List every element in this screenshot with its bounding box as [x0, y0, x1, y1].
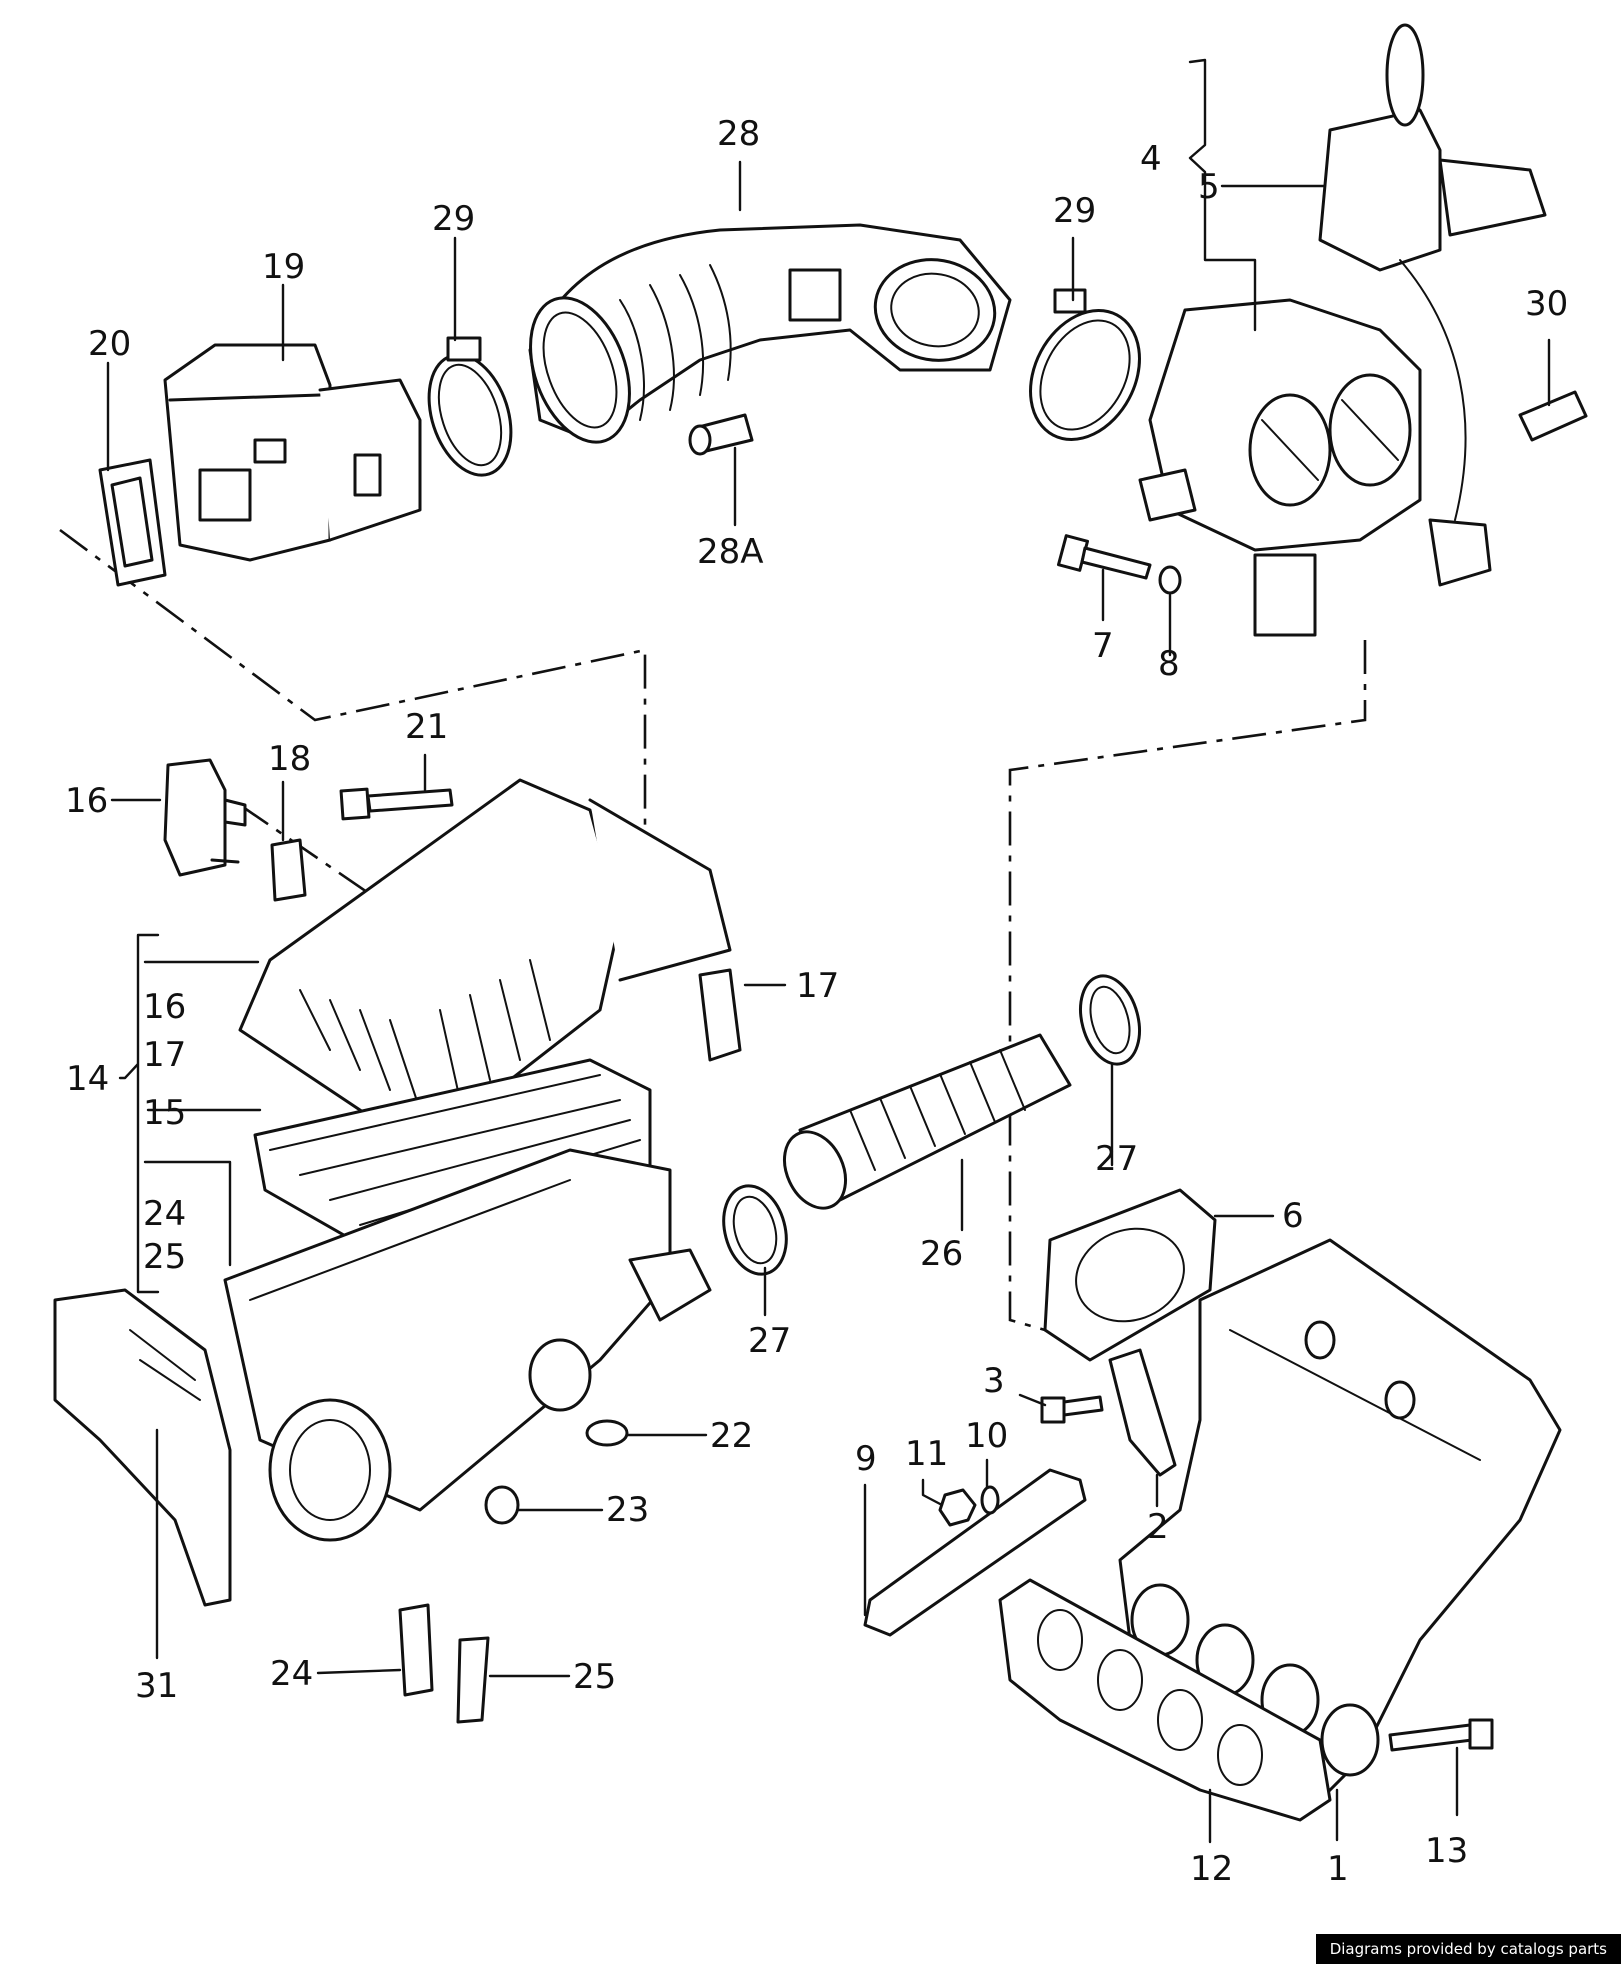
part-28-intake-boot — [528, 223, 1012, 444]
callout-25: 25 — [573, 1657, 616, 1697]
part-5-throttle-switch — [1318, 23, 1547, 521]
callout-12: 12 — [1190, 1849, 1233, 1889]
leader-lines — [106, 58, 1551, 1844]
callout-23: 23 — [606, 1490, 649, 1530]
part-21-bolt — [339, 787, 454, 821]
callout-24: 24 — [270, 1654, 313, 1694]
part-27-clamp-upper — [1079, 974, 1141, 1066]
part-27-clamp-lower — [722, 1184, 788, 1276]
callout-30: 30 — [1525, 284, 1568, 324]
part-11-nut — [938, 1488, 977, 1527]
callout-22: 22 — [710, 1416, 753, 1456]
callout-2: 2 — [1147, 1507, 1169, 1547]
part-16-sensor — [163, 758, 247, 877]
callout-28a: 28A — [697, 532, 764, 572]
part-13-bolt — [1388, 1718, 1494, 1752]
part-28a-plug — [688, 413, 754, 456]
part-9-strut — [863, 1468, 1087, 1637]
callout-10: 10 — [965, 1416, 1008, 1456]
callout-17-right: 17 — [796, 966, 839, 1006]
callout-17-list: 17 — [143, 1035, 186, 1075]
callout-25-list: 25 — [143, 1237, 186, 1277]
callout-3: 3 — [983, 1361, 1005, 1401]
callout-29-left: 29 — [432, 199, 475, 239]
callout-8: 8 — [1158, 644, 1180, 684]
callout-labels: 28 29 29 4 5 19 20 30 28A 7 8 21 18 16 1… — [65, 114, 1568, 1889]
callout-5: 5 — [1198, 167, 1220, 207]
callout-19: 19 — [262, 247, 305, 287]
callout-31: 31 — [135, 1666, 178, 1706]
part-31-bracket — [53, 1288, 232, 1607]
part-29-hose-clamp-left — [427, 336, 513, 477]
part-26-corrugated-hose — [783, 1033, 1072, 1210]
part-3-bolt — [1040, 1395, 1104, 1424]
callout-4: 4 — [1140, 139, 1162, 179]
part-17-clip — [698, 968, 742, 1062]
credit-footer: Diagrams provided by catalogs parts — [1315, 1934, 1621, 1964]
part-12-manifold-gasket — [998, 1578, 1332, 1822]
callout-15: 15 — [143, 1093, 186, 1133]
part-29-hose-clamp-right — [1029, 288, 1141, 441]
callout-18: 18 — [268, 739, 311, 779]
part-10-washer — [980, 1485, 1000, 1515]
part-18-bracket — [270, 838, 307, 902]
callout-1: 1 — [1327, 1849, 1349, 1889]
callout-29-right: 29 — [1053, 191, 1096, 231]
callout-26: 26 — [920, 1234, 963, 1274]
callout-16-top: 16 — [65, 781, 108, 821]
part-19-airflow-meter — [163, 343, 422, 562]
callout-6: 6 — [1282, 1196, 1304, 1236]
callout-16-list: 16 — [143, 987, 186, 1027]
callout-24-list: 24 — [143, 1194, 186, 1234]
part-4-throttle-body — [1138, 298, 1492, 637]
callout-11: 11 — [905, 1434, 948, 1474]
part-23-grommet — [484, 1485, 520, 1525]
part-20-gasket — [98, 458, 167, 587]
part-8-washer — [1158, 565, 1182, 595]
part-30-sleeve — [1518, 390, 1588, 442]
callout-28: 28 — [717, 114, 760, 154]
callout-9: 9 — [855, 1439, 877, 1479]
callout-27-upper: 27 — [1095, 1139, 1138, 1179]
callout-21: 21 — [405, 707, 448, 747]
part-22-grommet — [585, 1419, 629, 1447]
part-6-gasket — [1043, 1188, 1217, 1362]
callout-27-lower: 27 — [748, 1321, 791, 1361]
part-2-bracket — [1108, 1348, 1177, 1477]
part-25-clip — [456, 1636, 490, 1724]
callout-14: 14 — [66, 1059, 109, 1099]
callout-13: 13 — [1425, 1831, 1468, 1871]
callout-20: 20 — [88, 324, 131, 364]
part-24-clip — [398, 1603, 434, 1697]
callout-7: 7 — [1092, 626, 1114, 666]
part-air-cleaner-lower-housing — [223, 1148, 712, 1542]
part-7-bolt — [1056, 534, 1152, 580]
part-14-air-cleaner-cover — [238, 778, 732, 1152]
